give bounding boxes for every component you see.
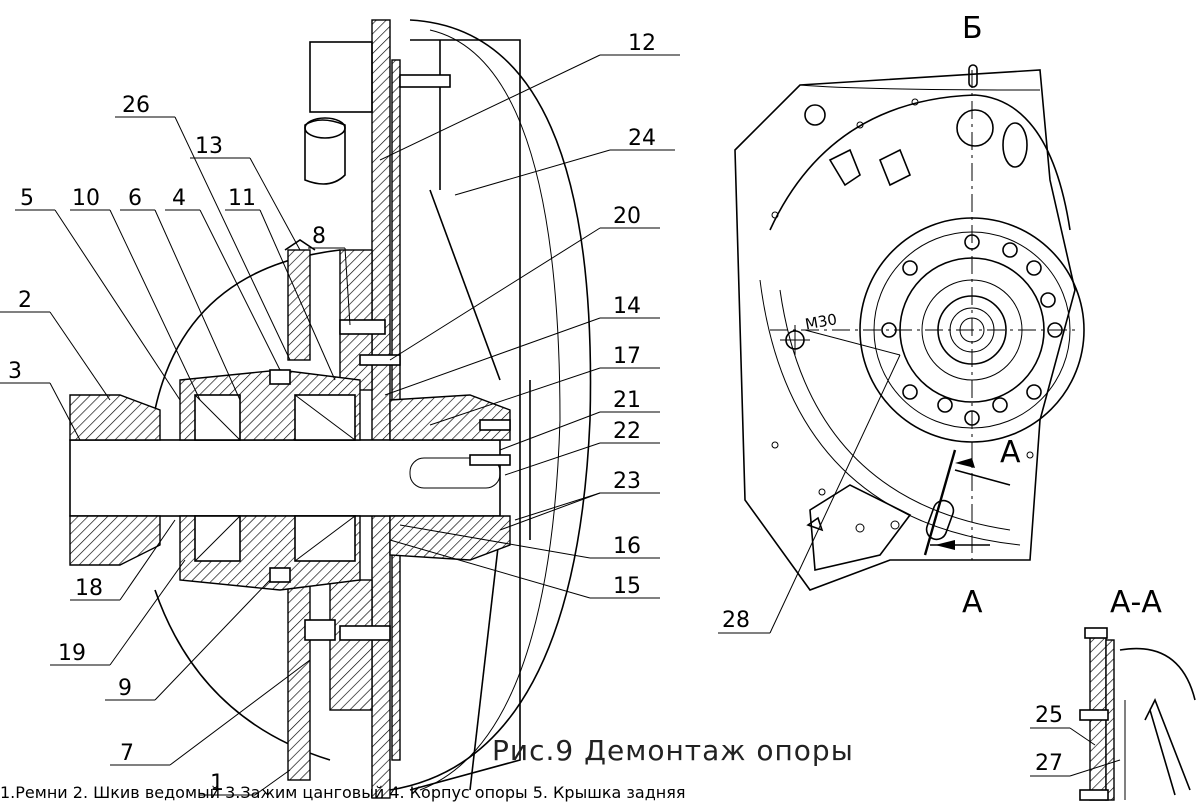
callout-4: 4	[172, 186, 186, 211]
callout-24: 24	[628, 126, 656, 151]
callout-19: 19	[58, 641, 86, 666]
callout-23: 23	[613, 469, 641, 494]
callout-16: 16	[613, 534, 641, 559]
callout-2: 2	[18, 288, 32, 313]
bolt-circle	[881, 234, 1063, 426]
callout-10: 10	[72, 186, 100, 211]
callout-21: 21	[613, 388, 641, 413]
callout-22: 22	[613, 419, 641, 444]
section-label-a-upper: А	[1000, 435, 1021, 470]
view-label-b: Б	[962, 11, 983, 46]
section-a-a-title: А-А	[1110, 585, 1162, 620]
callout-9: 9	[118, 676, 132, 701]
callout-1: 1	[210, 771, 224, 796]
callout-6: 6	[128, 186, 142, 211]
thread-label-m30: М30	[804, 310, 839, 333]
callout-3: 3	[8, 359, 22, 384]
callout-27: 27	[1035, 751, 1063, 776]
callout-12: 12	[628, 31, 656, 56]
front-view-b: Б	[718, 11, 1085, 634]
callout-17: 17	[613, 344, 641, 369]
section-label-a-lower: А	[962, 585, 983, 620]
callout-28: 28	[722, 608, 750, 633]
section-a-a-view: А-А 25 27	[1030, 585, 1196, 801]
callout-15: 15	[613, 574, 641, 599]
callout-5: 5	[20, 186, 34, 211]
parts-legend: 1.Ремни 2. Шкив ведомый 3.Зажим цанговый…	[0, 783, 685, 802]
callout-8: 8	[312, 224, 326, 249]
callout-25: 25	[1035, 703, 1063, 728]
callout-14: 14	[613, 294, 641, 319]
callout-20: 20	[613, 204, 641, 229]
callout-18: 18	[75, 576, 103, 601]
callout-11: 11	[228, 186, 256, 211]
figure-title: Рис.9 Демонтаж опоры	[492, 734, 854, 767]
callout-26: 26	[122, 93, 150, 118]
callout-labels: 12 24 26 13 5 10 6 4 11 8 20 14 17 21 22…	[8, 31, 656, 796]
callout-13: 13	[195, 134, 223, 159]
callout-7: 7	[120, 741, 134, 766]
callout-leaders	[0, 54, 680, 796]
cross-section-view	[69, 19, 592, 799]
